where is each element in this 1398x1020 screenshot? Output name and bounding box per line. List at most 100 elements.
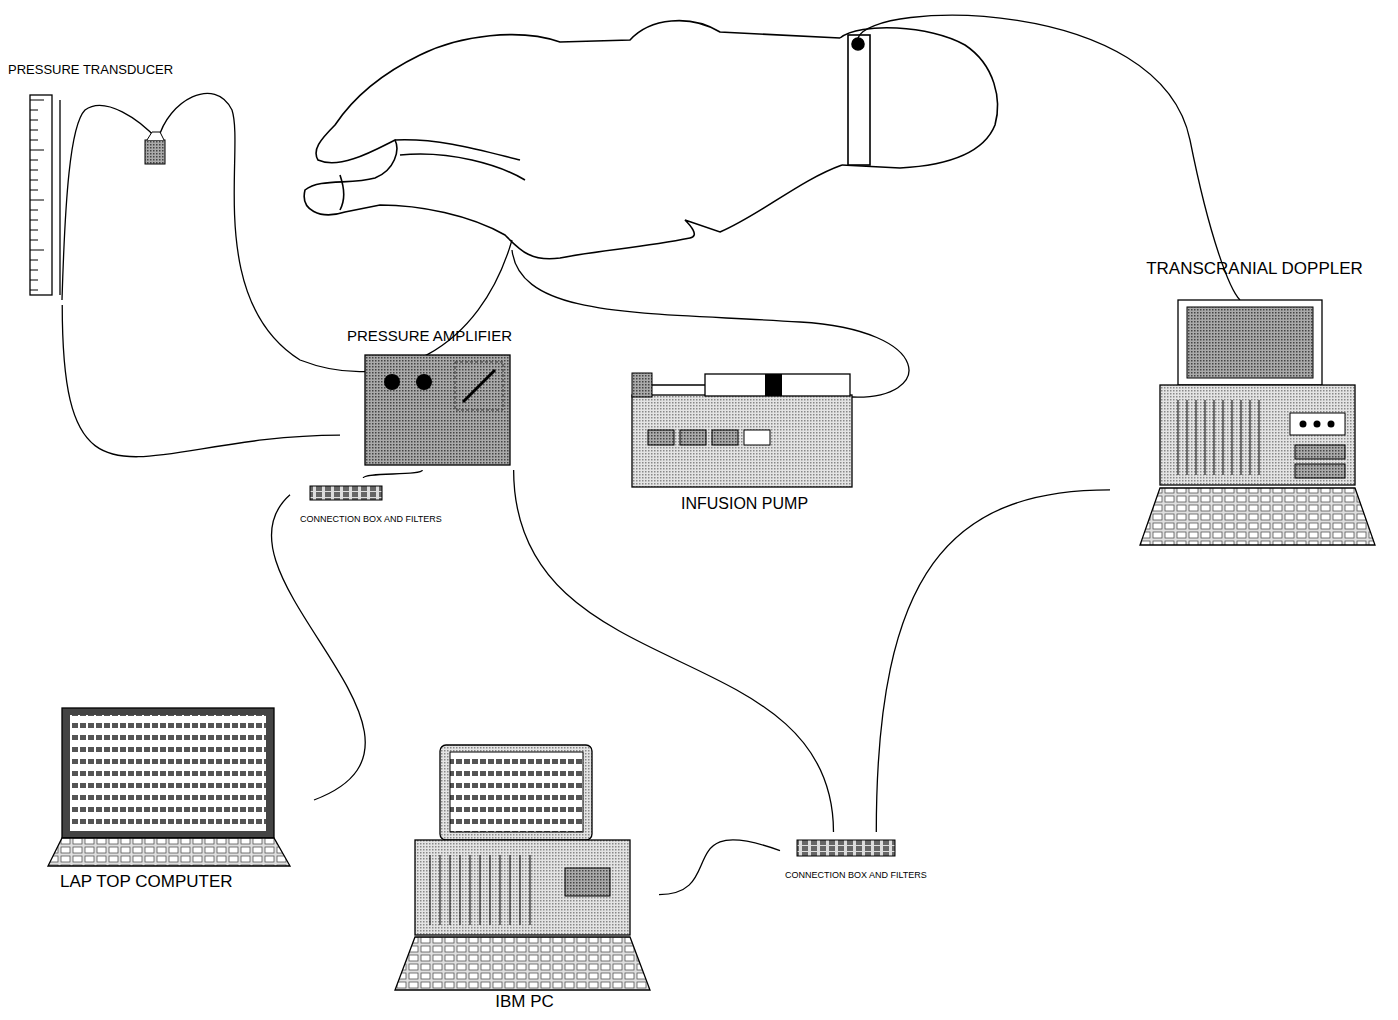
connection-box-symbol bbox=[797, 840, 895, 856]
cable bbox=[271, 495, 365, 800]
laptop-symbol bbox=[48, 838, 290, 866]
transcranial-doppler-symbol bbox=[1295, 464, 1345, 478]
transcranial-doppler-symbol bbox=[1290, 413, 1345, 435]
pressure-transducer-symbol bbox=[30, 230, 38, 231]
ibm-pc-symbol bbox=[440, 745, 592, 840]
pressure-transducer-symbol bbox=[30, 150, 44, 151]
patient-figure bbox=[400, 154, 525, 180]
infusion-pump-symbol bbox=[705, 374, 850, 396]
patient-lines bbox=[512, 250, 909, 397]
equipment-label: CONNECTION BOX AND FILTERS bbox=[300, 514, 544, 524]
patient-figure bbox=[852, 38, 864, 50]
connection-box-symbol bbox=[310, 486, 895, 856]
transcranial-doppler-symbol bbox=[1250, 400, 1251, 475]
infusion-pump-symbol bbox=[648, 430, 674, 445]
pressure-amplifier-symbol bbox=[365, 355, 510, 465]
laptop-symbol bbox=[62, 708, 274, 838]
transcranial-doppler-symbol bbox=[1187, 400, 1188, 475]
pressure-transducer-symbol bbox=[30, 290, 38, 291]
infusion-pump-symbol bbox=[632, 373, 652, 397]
pressure-transducer-symbol bbox=[30, 110, 38, 111]
pressure-transducer-symbol bbox=[30, 190, 38, 191]
pressure-transducer-symbol bbox=[30, 210, 38, 211]
ibm-pc-symbol bbox=[450, 855, 451, 925]
transcranial-doppler-symbol bbox=[1328, 421, 1335, 428]
pressure-transducer-symbol bbox=[30, 250, 44, 251]
laptop-symbol bbox=[70, 715, 266, 831]
pressure-transducer-symbol bbox=[30, 95, 52, 295]
pressure-amplifier-symbol bbox=[416, 374, 432, 390]
cable bbox=[514, 470, 834, 832]
transcranial-doppler-symbol bbox=[1205, 400, 1206, 475]
infusion-pump-symbol bbox=[632, 395, 852, 487]
pressure-transducer-symbol bbox=[30, 160, 38, 161]
equipment-label: PRESSURE TRANSDUCER bbox=[8, 63, 220, 78]
transcranial-doppler-symbol bbox=[1178, 300, 1322, 385]
pressure-amplifier-symbol bbox=[463, 370, 495, 402]
transcranial-doppler-symbol bbox=[1314, 421, 1321, 428]
ibm-pc-symbol bbox=[530, 855, 531, 925]
ibm-pc-symbol bbox=[520, 855, 521, 925]
infusion-pump-symbol bbox=[680, 430, 706, 445]
equipment-node: PRESSURE AMPLIFIER bbox=[340, 325, 519, 470]
transcranial-doppler-symbol bbox=[1241, 400, 1242, 475]
ibm-pc-symbol bbox=[490, 855, 491, 925]
connection-box-symbol bbox=[310, 486, 382, 500]
ibm-pc-symbol bbox=[450, 752, 583, 832]
ibm-pc-symbol bbox=[430, 855, 530, 925]
transcranial-doppler-symbol bbox=[1140, 300, 1375, 545]
ibm-pc-symbol bbox=[415, 840, 630, 935]
pressure-transducer-symbol bbox=[30, 220, 38, 221]
transcranial-doppler-symbol bbox=[1300, 421, 1307, 428]
equipment-node: PRESSURE TRANSDUCER bbox=[5, 60, 217, 305]
patient-figure bbox=[304, 21, 842, 259]
patient-figure bbox=[304, 21, 997, 259]
infusion-pump-symbol bbox=[744, 430, 770, 445]
pressure-transducer-symbol bbox=[30, 130, 38, 131]
transcranial-doppler-symbol bbox=[1214, 400, 1215, 475]
transcranial-doppler-symbol bbox=[1178, 400, 1179, 475]
equipment-node: LAP TOP COMPUTER bbox=[45, 700, 314, 900]
equipment-label: PRESSURE AMPLIFIER bbox=[340, 327, 519, 344]
cable bbox=[62, 305, 340, 457]
laptop-symbol bbox=[48, 708, 290, 866]
pressure-transducer-symbol bbox=[30, 270, 38, 271]
pressure-transducer-symbol bbox=[30, 180, 38, 181]
patient-figure bbox=[840, 28, 997, 168]
pressure-amplifier-symbol bbox=[365, 355, 510, 465]
cable bbox=[659, 840, 780, 895]
ibm-pc-symbol bbox=[460, 855, 461, 925]
patient-lines bbox=[62, 15, 1240, 397]
infusion-pump-symbol bbox=[712, 430, 738, 445]
equipment-label: LAP TOP COMPUTER bbox=[60, 872, 329, 892]
infusion-pump-symbol bbox=[632, 373, 852, 487]
pressure-transducer-symbol bbox=[30, 200, 44, 201]
cable bbox=[876, 490, 1110, 832]
transcranial-doppler-symbol bbox=[1196, 400, 1197, 475]
ibm-pc-symbol bbox=[430, 855, 431, 925]
transcranial-doppler-symbol bbox=[1160, 385, 1355, 485]
pressure-transducer-symbol bbox=[30, 100, 44, 290]
ibm-pc-symbol bbox=[470, 855, 471, 925]
equipment-node: CONNECTION BOX AND FILTERS bbox=[780, 832, 994, 894]
ibm-pc-symbol bbox=[395, 937, 650, 990]
infusion-pump-symbol bbox=[652, 384, 705, 385]
equipment-node: CONNECTION BOX AND FILTERS bbox=[290, 478, 534, 530]
pressure-transducer-symbol bbox=[30, 280, 38, 281]
pressure-transducer-symbol bbox=[30, 120, 38, 121]
ibm-pc-symbol bbox=[395, 745, 650, 990]
transcranial-doppler-symbol bbox=[1295, 445, 1345, 459]
pressure-transducer-symbol bbox=[30, 95, 165, 295]
ibm-pc-symbol bbox=[440, 855, 441, 925]
pressure-transducer-symbol bbox=[30, 260, 38, 261]
equipment-label: INFUSION PUMP bbox=[625, 495, 864, 513]
equipment-node: TRANSCRANIAL DOPPLER bbox=[1110, 255, 1398, 545]
pressure-transducer-symbol bbox=[30, 170, 38, 171]
transcranial-doppler-symbol bbox=[1187, 307, 1313, 378]
pressure-transducer-symbol bbox=[30, 140, 38, 141]
pressure-transducer-symbol bbox=[30, 100, 44, 101]
pressure-transducer-symbol bbox=[147, 132, 164, 140]
transcranial-doppler-symbol bbox=[1178, 400, 1259, 475]
patient-lines bbox=[858, 15, 1240, 300]
